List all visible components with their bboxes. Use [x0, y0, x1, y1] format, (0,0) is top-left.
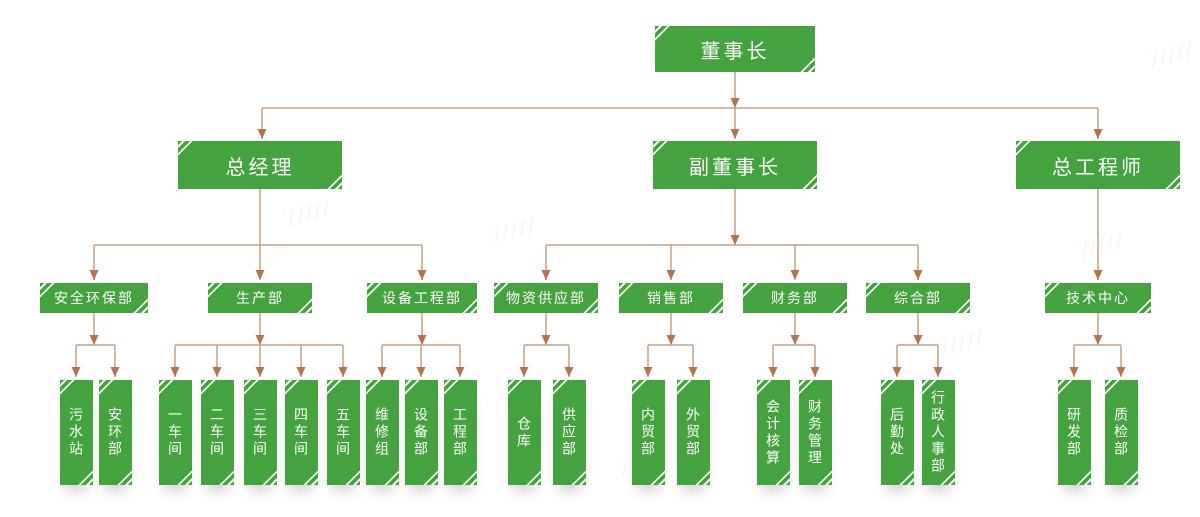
node-label: 外贸部 [685, 407, 701, 458]
node-sales-dept: 销售部 [619, 283, 723, 313]
node-equipment-section: 设备部 [404, 380, 438, 485]
node-label: 二车间 [209, 407, 225, 458]
node-tech-center: 技术中心 [1045, 283, 1151, 313]
node-label: 会计核算 [765, 398, 781, 467]
node-material-supply-dept: 物资供应部 [494, 283, 598, 313]
node-vice-chairman: 副董事长 [653, 141, 817, 189]
node-label: 生产部 [236, 290, 284, 306]
node-label: 物资供应部 [506, 290, 586, 306]
node-supply-section: 供应部 [552, 380, 586, 485]
node-label: 财务管理 [807, 398, 823, 467]
node-label: 三车间 [252, 407, 268, 458]
node-workshop-5: 五车间 [326, 380, 360, 485]
node-general-affairs-dept: 综合部 [866, 283, 970, 313]
node-logistics-office: 后勤处 [880, 380, 914, 485]
node-label: 四车间 [293, 407, 309, 458]
node-foreign-trade: 外贸部 [676, 380, 710, 485]
node-label: 一车间 [167, 407, 183, 458]
node-safety-env-dept: 安全环保部 [40, 283, 148, 313]
node-label: 研发部 [1066, 407, 1082, 458]
node-label: 维修组 [374, 407, 390, 458]
node-label: 安全环保部 [54, 290, 134, 306]
node-label: 总经理 [225, 156, 295, 179]
node-workshop-1: 一车间 [158, 380, 192, 485]
node-label: 污水站 [68, 407, 84, 458]
node-label: 综合部 [894, 290, 942, 306]
node-admin-hr-dept: 行政人事部 [921, 380, 955, 485]
node-warehouse: 仓库 [507, 380, 541, 485]
connector-lines [71, 72, 1126, 377]
node-equipment-eng-dept: 设备工程部 [367, 283, 477, 313]
node-label: 安环部 [107, 407, 123, 458]
node-production-dept: 生产部 [208, 283, 312, 313]
node-label: 质检部 [1113, 407, 1129, 458]
node-label: 财务部 [771, 290, 819, 306]
node-label: 行政人事部 [930, 390, 946, 475]
node-qc-dept: 质检部 [1104, 380, 1138, 485]
node-financial-management: 财务管理 [798, 380, 832, 485]
node-label: 设备工程部 [382, 290, 462, 306]
node-label: 副董事长 [689, 156, 781, 179]
node-label: 供应部 [561, 407, 577, 458]
node-sewage-station: 污水站 [59, 380, 93, 485]
node-safety-env-section: 安环部 [98, 380, 132, 485]
node-label: 设备部 [413, 407, 429, 458]
node-label: 技术中心 [1066, 290, 1130, 306]
node-workshop-3: 三车间 [243, 380, 277, 485]
node-chief-engineer: 总工程师 [1016, 141, 1180, 189]
node-domestic-trade: 内贸部 [631, 380, 665, 485]
node-label: 五车间 [335, 407, 351, 458]
node-workshop-2: 二车间 [200, 380, 234, 485]
node-finance-dept: 财务部 [743, 283, 847, 313]
node-label: 仓库 [516, 415, 532, 450]
node-label: 后勤处 [889, 407, 905, 458]
node-chairman: 董事长 [655, 26, 815, 72]
node-label: 销售部 [647, 290, 695, 306]
node-label: 总工程师 [1052, 156, 1144, 179]
node-label: 董事长 [700, 40, 770, 63]
node-general-manager: 总经理 [178, 141, 342, 189]
node-accounting: 会计核算 [756, 380, 790, 485]
node-engineering-section: 工程部 [443, 380, 477, 485]
node-maintenance-team: 维修组 [365, 380, 399, 485]
node-label: 工程部 [452, 407, 468, 458]
node-workshop-4: 四车间 [284, 380, 318, 485]
node-rd-dept: 研发部 [1057, 380, 1091, 485]
node-label: 内贸部 [640, 407, 656, 458]
